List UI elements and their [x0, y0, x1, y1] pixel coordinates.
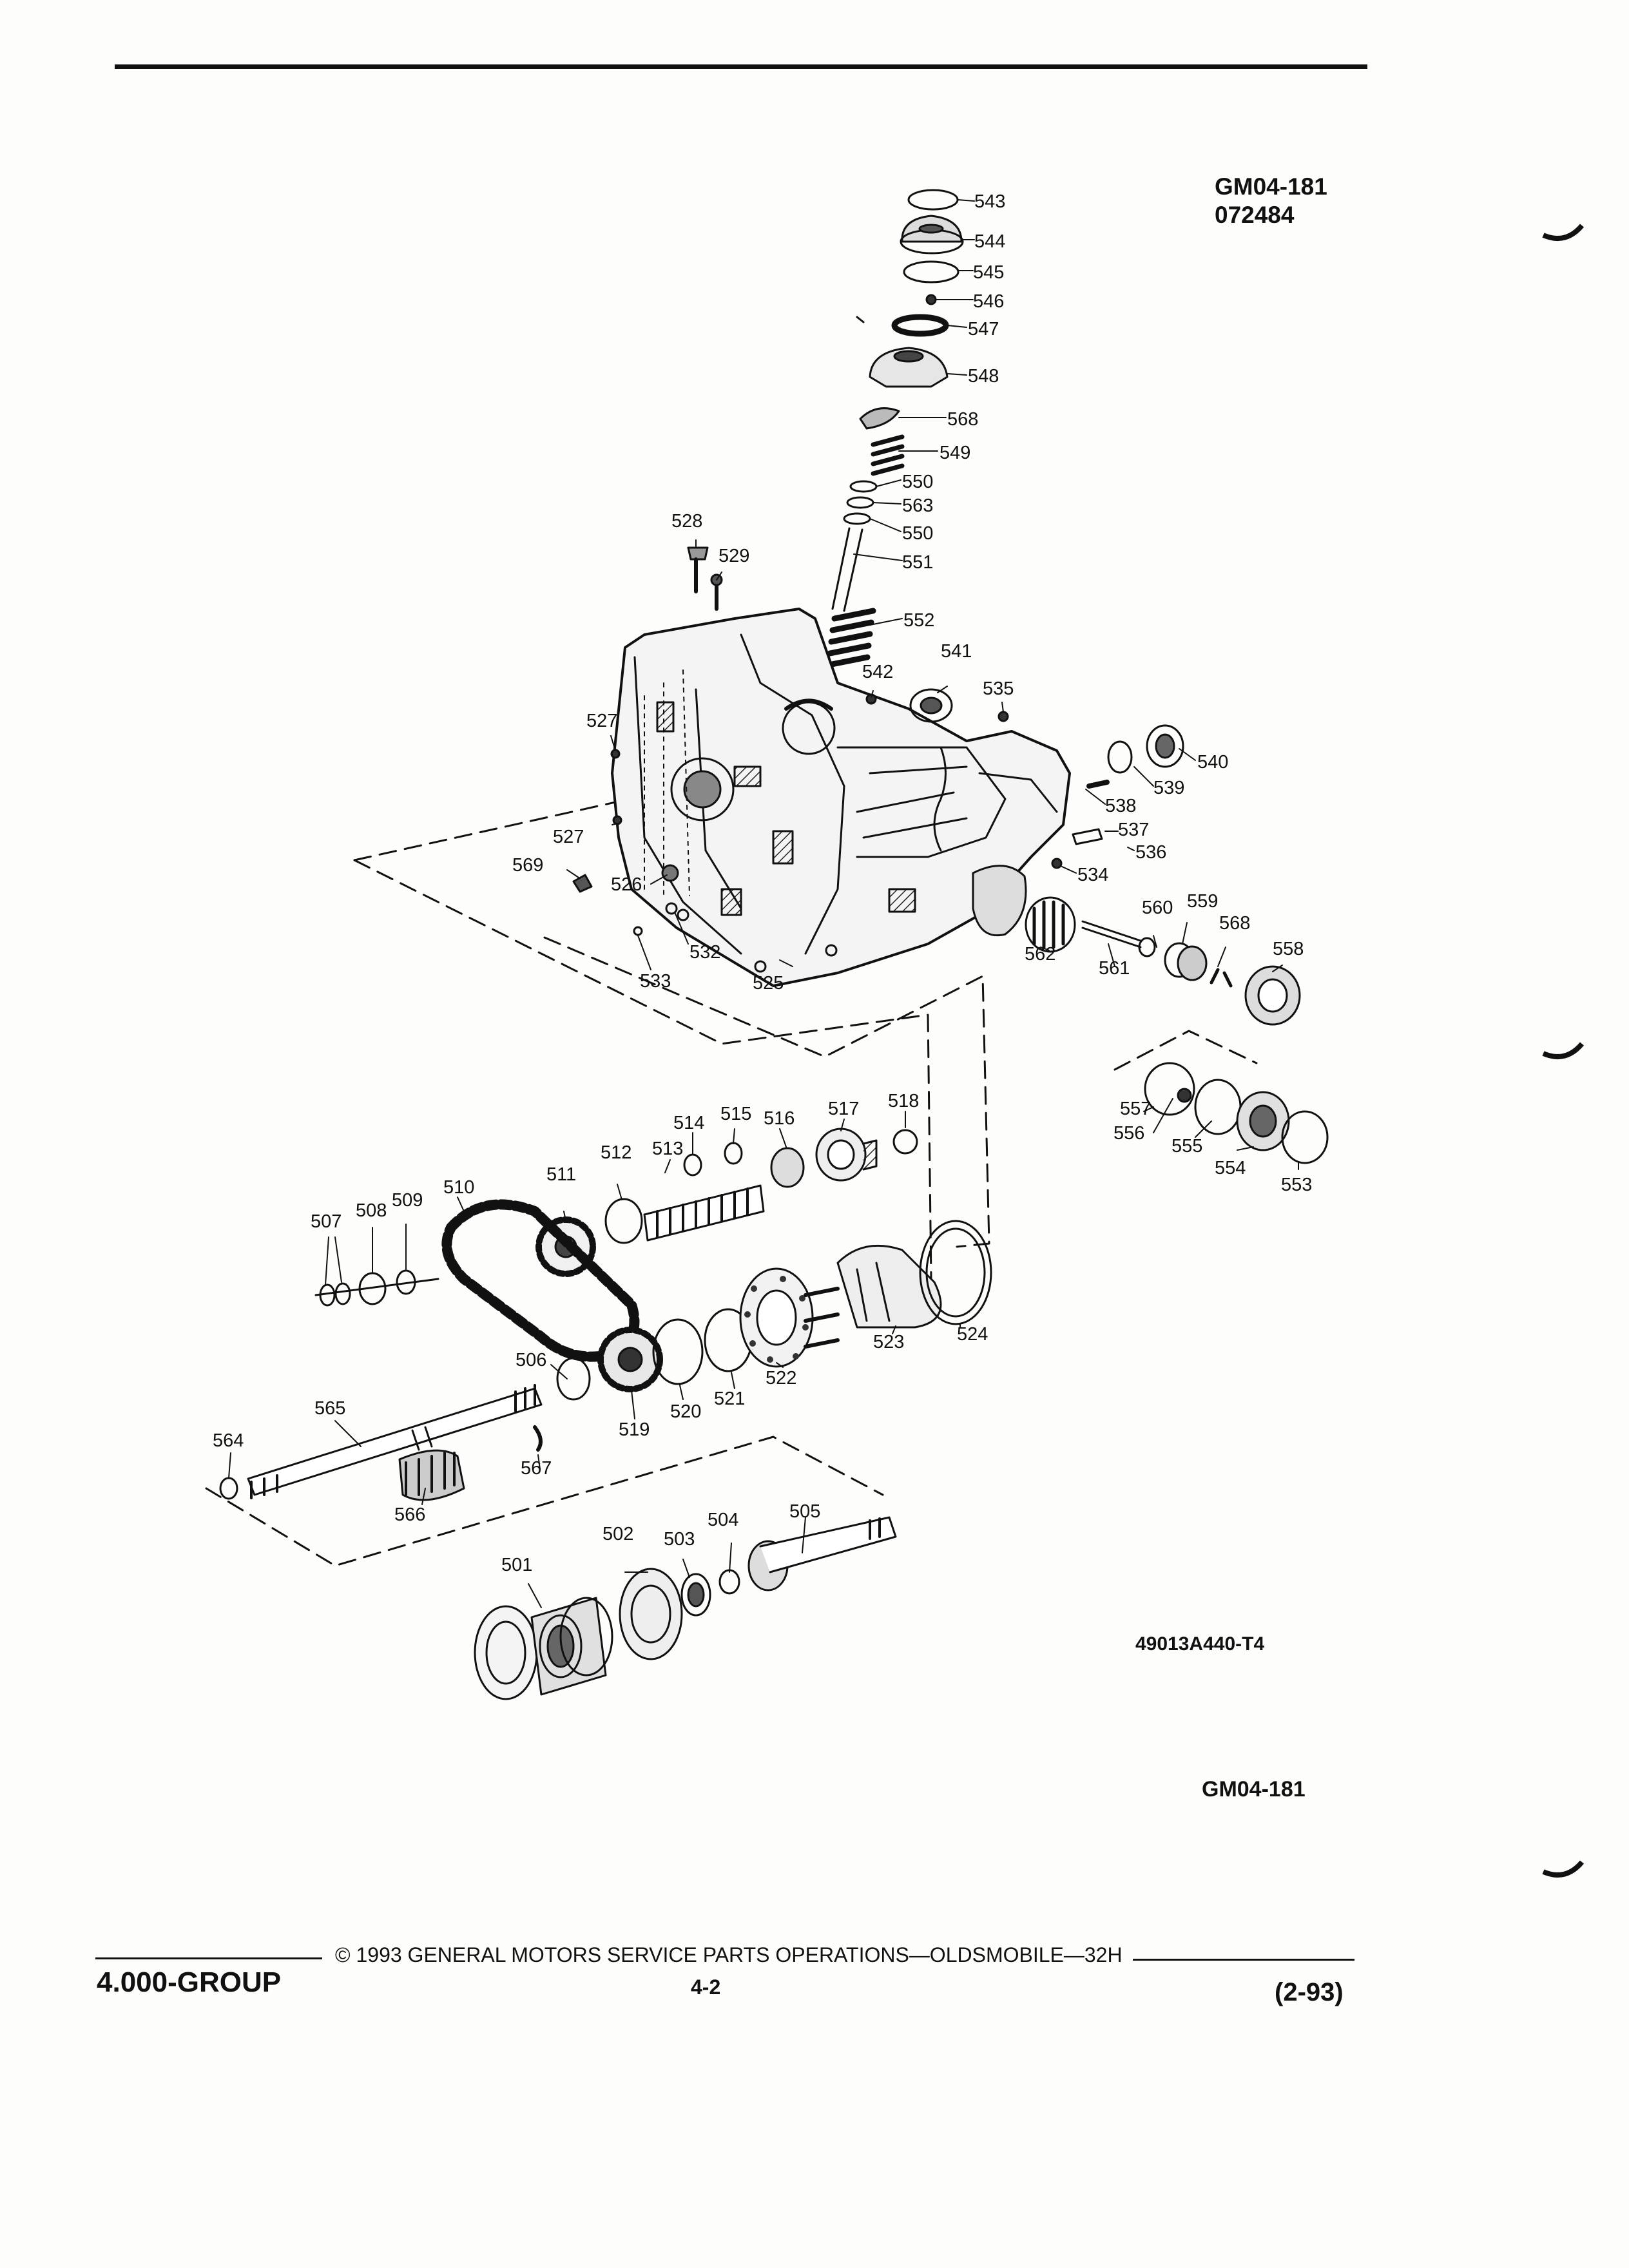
page-number: 4-2: [691, 1975, 721, 1999]
callout: 515: [720, 1104, 751, 1124]
callout: 534: [1077, 865, 1108, 885]
callout: 506: [516, 1350, 546, 1370]
drawing-code: 49013A440-T4: [1135, 1633, 1265, 1655]
figure-id-bottom: GM04-181: [1202, 1777, 1306, 1802]
callout: 541: [941, 641, 972, 662]
callout: 511: [546, 1164, 576, 1185]
callout: 536: [1135, 842, 1166, 863]
figure-id-block: GM04-181 072484: [1215, 173, 1327, 229]
callout: 527: [586, 711, 617, 731]
callout: 549: [940, 443, 970, 463]
top-rule: [115, 64, 1367, 69]
callout: 518: [888, 1091, 919, 1111]
callout: 508: [356, 1200, 387, 1221]
callout: 517: [828, 1099, 859, 1119]
callout: 509: [392, 1190, 423, 1211]
callout: 540: [1197, 752, 1228, 773]
callout: 528: [671, 511, 702, 532]
callout: 565: [314, 1398, 345, 1419]
callout: 548: [968, 366, 999, 387]
callout: 562: [1025, 944, 1055, 965]
callout: 514: [673, 1113, 704, 1133]
right-bearing-group: [1107, 724, 1184, 774]
callout: 535: [983, 678, 1014, 699]
top-stack: [825, 189, 964, 668]
callout: 507: [311, 1211, 342, 1232]
binding-mark-icon: [1542, 1042, 1585, 1059]
callout: 516: [764, 1108, 795, 1129]
callout: 563: [902, 495, 933, 516]
callout: 527: [553, 827, 584, 847]
callout: 552: [903, 610, 934, 631]
footer-rule: [1133, 1959, 1354, 1961]
callout: 532: [689, 942, 720, 963]
callout: 504: [708, 1510, 738, 1530]
callout: 538: [1105, 796, 1136, 816]
callout: 557: [1120, 1099, 1151, 1119]
callout: 512: [601, 1142, 631, 1163]
callout: 543: [974, 191, 1005, 212]
callout: 568: [1219, 913, 1250, 934]
input-clutch-group: [474, 1516, 897, 1700]
callout: 505: [789, 1501, 820, 1522]
leader-lines: [228, 199, 1299, 1608]
figure-code: 072484: [1215, 202, 1295, 228]
callout: 524: [957, 1324, 988, 1345]
callout: 503: [664, 1529, 695, 1550]
callout: 566: [394, 1504, 425, 1525]
callout: 545: [973, 262, 1004, 283]
callout: 533: [640, 971, 671, 992]
callout: 542: [862, 662, 893, 682]
callout: 553: [1281, 1175, 1312, 1195]
callout: 546: [973, 291, 1004, 312]
callout: 544: [974, 231, 1005, 252]
callout: 550: [902, 472, 933, 492]
callout: 502: [602, 1524, 633, 1544]
callout: 520: [670, 1401, 701, 1422]
group-label: 4.000-GROUP: [97, 1966, 282, 1998]
binding-mark-icon: [1542, 224, 1585, 241]
callout: 510: [443, 1177, 474, 1198]
right-shaft-group: [1025, 896, 1301, 1026]
callout: 529: [718, 546, 749, 566]
callout: 560: [1142, 898, 1173, 918]
copyright-notice: © 1993 GENERAL MOTORS SERVICE PARTS OPER…: [335, 1943, 1123, 1966]
callout: 523: [873, 1332, 904, 1352]
callout: 522: [766, 1368, 796, 1389]
callout: 564: [213, 1430, 244, 1451]
callout: 568: [947, 409, 978, 430]
binding-mark-icon: [1542, 1860, 1585, 1878]
callout: 550: [902, 523, 933, 544]
callout: 537: [1118, 820, 1149, 840]
callout: 555: [1171, 1136, 1202, 1157]
figure-id: GM04-181: [1215, 173, 1327, 200]
callout: 558: [1273, 939, 1304, 959]
callout: 556: [1113, 1123, 1144, 1144]
callout: 569: [512, 855, 543, 876]
revision-date: (2-93): [1275, 1978, 1344, 2006]
callout: 519: [619, 1419, 650, 1440]
callout: 567: [521, 1458, 552, 1479]
case-fasteners: [572, 546, 1110, 936]
callout: 547: [968, 319, 999, 340]
footer-rule: [95, 1957, 322, 1959]
callout: 559: [1187, 891, 1218, 912]
lower-shaft-group: [219, 1384, 543, 1501]
servo-group: [1144, 1062, 1329, 1164]
callout: 539: [1153, 778, 1184, 798]
callout: 526: [611, 874, 642, 895]
callout: 525: [753, 973, 784, 994]
callout: 561: [1099, 958, 1130, 979]
callout: 554: [1215, 1158, 1246, 1178]
callout: 501: [501, 1555, 532, 1575]
callout-labels: 543 544 545 546 547 548 568 549 550 563 …: [213, 191, 1312, 1575]
callout: 521: [714, 1389, 745, 1409]
callout: 551: [902, 552, 933, 573]
callout: 513: [652, 1139, 683, 1159]
drive-gear-group: [556, 1220, 992, 1401]
